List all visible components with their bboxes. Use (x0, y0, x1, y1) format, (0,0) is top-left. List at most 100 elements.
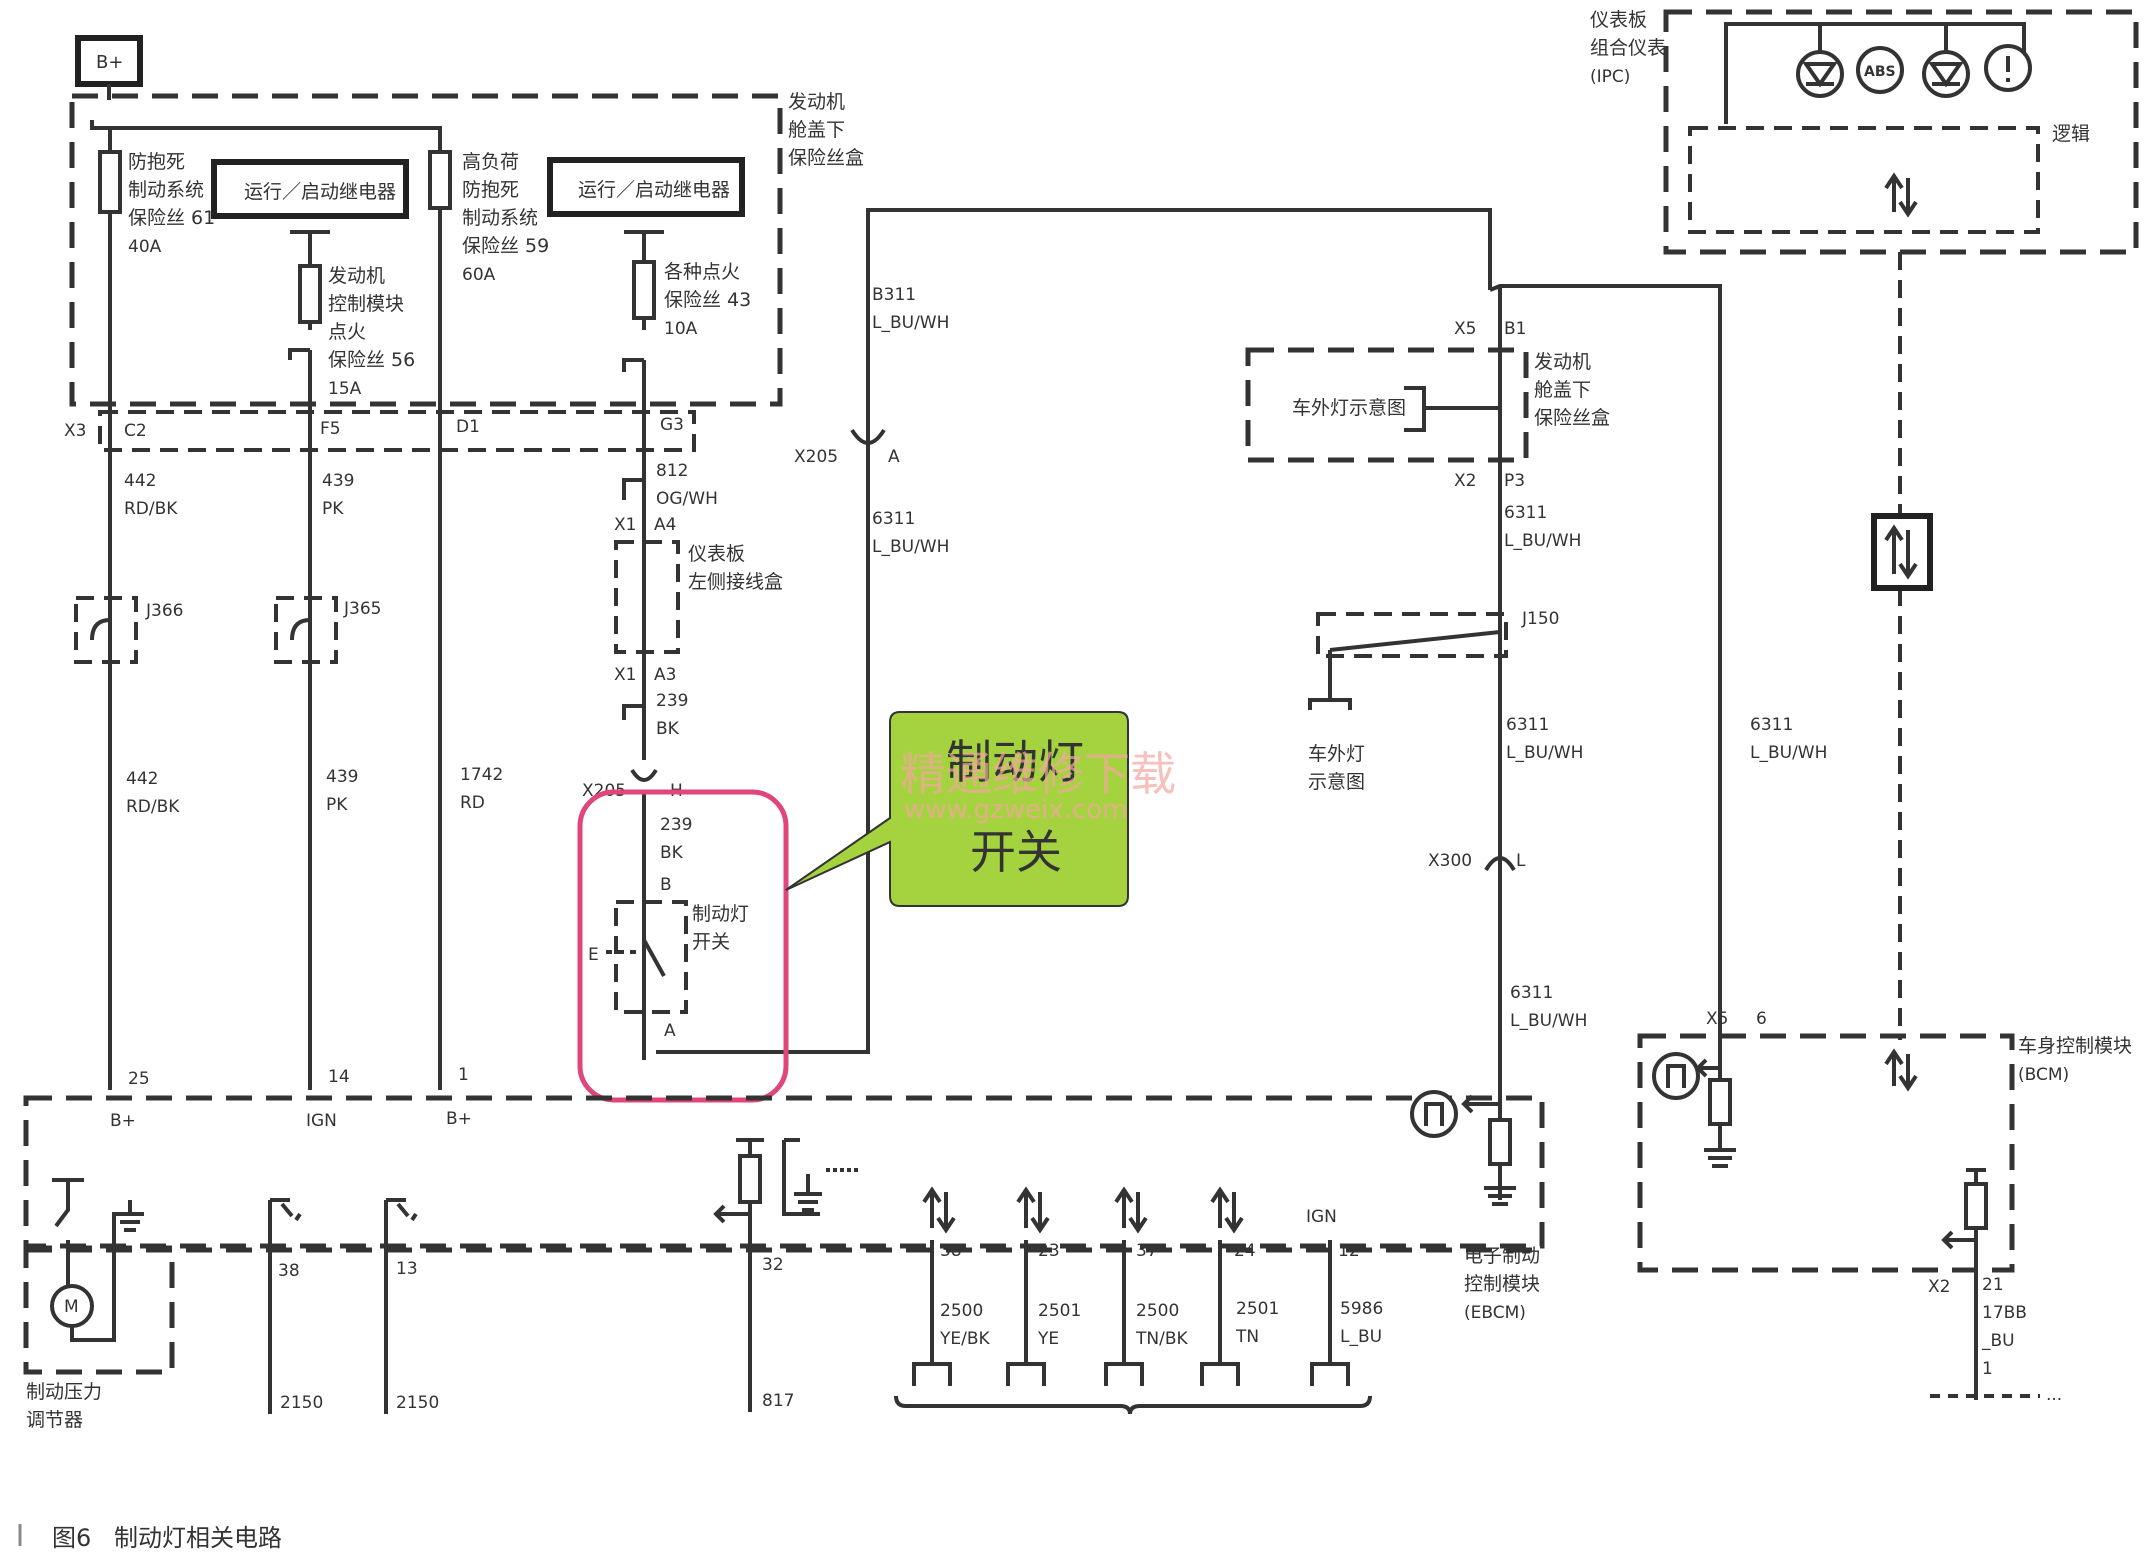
ip-junction-block (614, 540, 680, 654)
modulator-ground-icon (116, 1200, 144, 1232)
x300-l-label: X300 L (1428, 851, 1526, 871)
svg-text:L_BU/WH: L_BU/WH (1510, 1011, 1587, 1031)
brake-lamp-switch (614, 900, 688, 1014)
wire-239-top: 239 BK (656, 691, 688, 739)
svg-text:L_BU/WH: L_BU/WH (1504, 531, 1581, 551)
bcm-label: 车身控制模块 (BCM) (2018, 1035, 2132, 1085)
j150-label: J150 (1521, 609, 1559, 629)
pin-e-label: E (588, 945, 599, 965)
svg-text:60A: 60A (462, 265, 496, 285)
wire-b311: B311 L_BU/WH (872, 285, 949, 333)
exterior-lamp-box-label: 车外灯示意图 (1292, 397, 1406, 419)
svg-text:调节器: 调节器 (26, 1409, 83, 1431)
wire-5986-l-bu: 5986 L_BU (1340, 1299, 1383, 1347)
underhood-fusebox-1-label: 发动机 舱盖下 保险丝盒 (788, 91, 864, 169)
pin-13-label: 13 (396, 1259, 418, 1279)
x2-21-label: X2 21 (1928, 1275, 2004, 1297)
x3-label: X3 (64, 421, 86, 441)
g3-label: G3 (660, 415, 684, 435)
logic-label: 逻辑 (2052, 123, 2090, 145)
wire-6311-right-3: 6311 L_BU/WH (1510, 983, 1587, 1031)
figure-caption: 制动灯相关电路 (114, 1524, 282, 1552)
ip-junction-label: 仪表板 左侧接线盒 (688, 543, 783, 593)
fuse-59 (428, 150, 452, 210)
data-link-arrows-icon-1 (1884, 172, 1918, 218)
svg-text:X5: X5 (1706, 1009, 1728, 1029)
wire-817: 817 (762, 1391, 794, 1411)
fuse-43 (632, 260, 656, 320)
data-link-arrows-icon-2 (1884, 524, 1918, 580)
svg-text:B1: B1 (1504, 319, 1526, 339)
svg-text:2501: 2501 (1038, 1301, 1081, 1321)
fuse-56 (298, 264, 322, 324)
j366-label: J366 (145, 601, 183, 621)
x2-p3-label: X2 P3 (1454, 471, 1525, 491)
x1-a3-label: X1 A3 (614, 665, 676, 685)
svg-text:X1: X1 (614, 665, 636, 685)
pin-32-label: 32 (762, 1255, 784, 1275)
wire-439-top: 439 PK (322, 471, 354, 519)
svg-text:OG/WH: OG/WH (656, 489, 718, 509)
ipc-logic-box (1688, 126, 2040, 234)
callout-line-2: 开关 (970, 825, 1062, 879)
svg-text:控制模块: 控制模块 (328, 293, 404, 315)
brake-pressure-modulator (23, 1245, 175, 1375)
wire-2501-ye: 2501 YE (1037, 1301, 1081, 1349)
svg-text:10A: 10A (664, 319, 698, 339)
brake-warning-icon (1984, 44, 2032, 92)
ebcm-input-resistor (1488, 1118, 1512, 1166)
svg-text:239: 239 (656, 691, 688, 711)
svg-text:2500: 2500 (1136, 1301, 1179, 1321)
svg-text:6311: 6311 (1506, 715, 1549, 735)
pin-37-label: 37 (1136, 1241, 1158, 1261)
svg-text:车外灯: 车外灯 (1308, 743, 1365, 765)
ebcm-label: 电子制动 控制模块 (EBCM) (1464, 1245, 1540, 1323)
svg-text:保险丝 43: 保险丝 43 (664, 289, 751, 311)
svg-text:保险丝盒: 保险丝盒 (1534, 407, 1610, 429)
svg-text:1: 1 (1982, 1359, 1993, 1379)
x5-b1-label: X5 B1 (1454, 319, 1526, 339)
svg-text:发动机: 发动机 (1534, 351, 1591, 373)
callout-line-1: 制动灯 (946, 735, 1084, 789)
svg-text:6: 6 (1756, 1009, 1767, 1029)
svg-text:X2: X2 (1928, 1277, 1950, 1297)
svg-text:442: 442 (124, 471, 156, 491)
bcm-brake-pedal-icon (1652, 1052, 1700, 1100)
svg-text:RD: RD (460, 793, 485, 813)
wire-2150-a: 2150 (280, 1393, 323, 1413)
wire-442-top: 442 RD/BK (124, 471, 178, 519)
svg-text:防抱死: 防抱死 (128, 151, 185, 173)
svg-text:A: A (888, 447, 900, 467)
ipc-label: 仪表板 组合仪表 (IPC) (1590, 9, 1666, 87)
svg-text:812: 812 (656, 461, 688, 481)
ign-pin-label: IGN (1306, 1207, 1337, 1227)
svg-text:制动灯: 制动灯 (692, 903, 749, 925)
pin-23-label: 23 (1038, 1241, 1060, 1261)
splice-j366 (74, 596, 138, 664)
pin-25-label: 25 (128, 1069, 150, 1089)
svg-text:40A: 40A (128, 237, 162, 257)
svg-text:442: 442 (126, 769, 158, 789)
x205-a-label: X205 A (794, 447, 900, 467)
bcm-output-resistor (1964, 1182, 1988, 1230)
svg-text:保险丝 59: 保险丝 59 (462, 235, 549, 257)
wire-439-bottom: 439 PK (326, 767, 358, 815)
svg-text:X205: X205 (794, 447, 838, 467)
svg-text:6311: 6311 (1504, 503, 1547, 523)
pin-38b-label: 38 (940, 1241, 962, 1261)
wire-6311-right-1: 6311 L_BU/WH (1504, 503, 1581, 551)
data-link-pins (894, 1186, 1372, 1415)
connector-x3 (98, 410, 696, 452)
ebcm-ground-icon (1484, 1186, 1516, 1206)
svg-text:舱盖下: 舱盖下 (788, 119, 845, 141)
svg-text:439: 439 (326, 767, 358, 787)
svg-text:仪表板: 仪表板 (1590, 9, 1647, 31)
bcm-input-resistor (1708, 1078, 1732, 1126)
svg-text:6311: 6311 (872, 509, 915, 529)
svg-text:保险丝 61: 保险丝 61 (128, 207, 215, 229)
callout-bubble (785, 711, 1129, 907)
modulator-label: 制动压力 调节器 (26, 1381, 102, 1431)
f5-label: F5 (320, 419, 341, 439)
run-crank-relay-2 (547, 157, 745, 217)
